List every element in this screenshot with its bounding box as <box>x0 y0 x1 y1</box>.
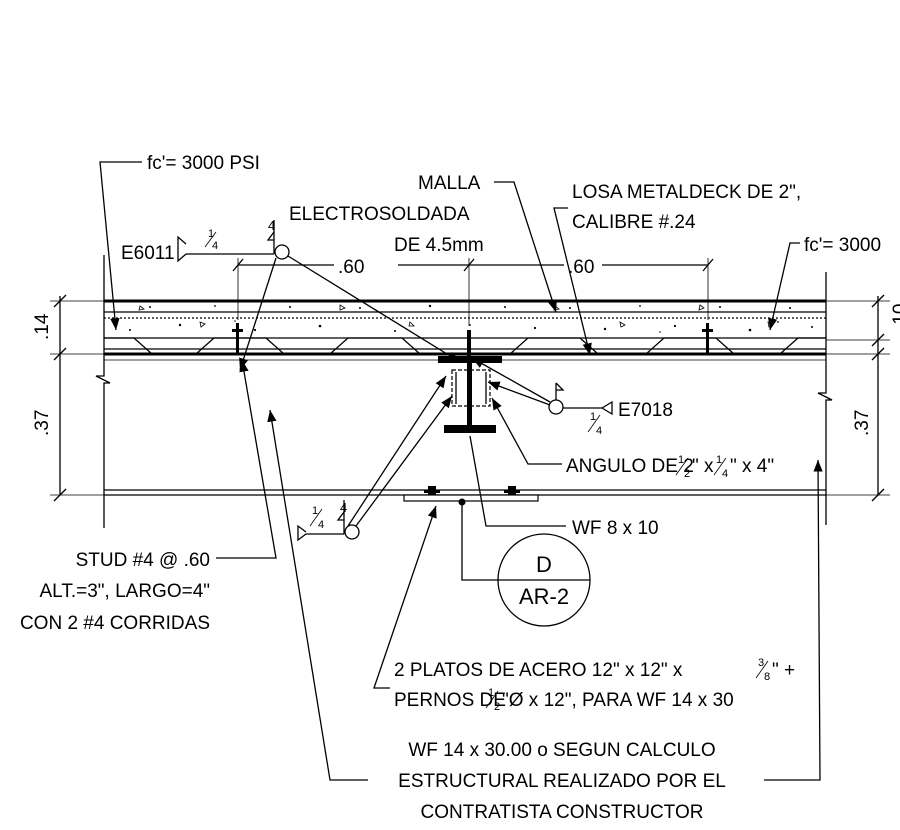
label-angulo-post: " x 4" <box>730 456 774 477</box>
label-angulo-pre: ANGULO DE 2 <box>566 456 694 477</box>
break-lines <box>95 255 833 528</box>
dim-60-left: .60 <box>338 257 364 278</box>
label-pernos-pre: PERNOS DE <box>394 690 506 711</box>
dimension-right-vertical <box>826 294 890 502</box>
dimension-60 <box>232 258 714 326</box>
frac-low-num: 1 <box>312 505 318 517</box>
label-pernos-post: "Ø x 12", PARA WF 14 x 30 <box>502 690 734 711</box>
leader-fc-right <box>768 242 800 331</box>
detail-sheet: AR-2 <box>519 584 569 609</box>
dim-right-cut: .10 <box>890 304 900 330</box>
label-stud-1: STUD #4 @ .60 <box>76 550 210 571</box>
label-wf810: WF 8 x 10 <box>572 518 659 539</box>
dim-37-right: .37 <box>852 410 873 436</box>
label-wf14-1: WF 14 x 30.00 o SEGUN CALCULO <box>408 740 715 761</box>
leader-wf14 <box>267 409 823 781</box>
label-electrosoldada: ELECTROSOLDADA <box>289 204 470 225</box>
leader-angulo <box>491 397 562 465</box>
wf-8x10-section <box>438 330 502 433</box>
label-platos-1: 2 PLATOS DE ACERO 12" x 12" x <box>394 660 683 681</box>
label-stud-3: CON 2 #4 CORRIDAS <box>20 613 210 634</box>
detail-callout <box>461 504 591 627</box>
label-wf14-3: CONTRATISTA CONSTRUCTOR <box>421 802 704 823</box>
leader-platos <box>373 505 437 689</box>
dim-37-left: .37 <box>32 410 53 436</box>
angulo-q-num: 1 <box>716 454 722 466</box>
frac-top-num: 1 <box>208 228 214 240</box>
label-fc-left: fc'= 3000 PSI <box>147 153 260 174</box>
weld-symbol-top <box>177 220 461 371</box>
dimension-left-vertical <box>50 294 104 502</box>
label-e7018: E7018 <box>618 400 673 421</box>
metaldeck-profile <box>104 337 826 355</box>
dim-14: .14 <box>32 313 53 340</box>
angulo-q-den: 4 <box>722 468 728 480</box>
weld-symbol-mid <box>471 357 613 416</box>
leader-stud <box>216 359 277 559</box>
label-losa-2: CALIBRE #.24 <box>572 212 696 233</box>
label-losa-1: LOSA METALDECK DE 2", <box>572 182 801 203</box>
frac-mid-num: 1 <box>590 411 596 423</box>
pernos-frac-num: 1 <box>488 687 494 699</box>
angulo-half-den: 2 <box>684 468 690 480</box>
platos-frac-num: 3 <box>758 657 764 669</box>
dim-60-right: .60 <box>568 257 594 278</box>
leader-wf810 <box>469 435 566 527</box>
weld-symbol-low <box>297 375 453 542</box>
frac-mid-den: 4 <box>596 425 602 437</box>
base-plate <box>403 486 539 506</box>
concrete-slab <box>104 299 826 361</box>
shear-studs <box>232 323 713 355</box>
label-angulo-mid: " x <box>692 456 714 477</box>
label-fc-right: fc'= 3000 <box>804 235 881 256</box>
label-wf14-2: ESTRUCTURAL REALIZADO POR EL <box>398 771 726 792</box>
label-e6011: E6011 <box>121 243 175 264</box>
leader-malla <box>494 181 557 313</box>
weld-flag-low-size: 4 <box>340 500 347 515</box>
weld-flag-top-size: 4 <box>268 218 275 233</box>
label-platos-plus: " + <box>772 660 795 681</box>
frac-top-den: 4 <box>212 240 218 252</box>
leader-losa <box>553 207 592 356</box>
wf-main-beam-flange <box>104 489 826 496</box>
platos-frac-den: 8 <box>764 671 770 683</box>
frac-low-den: 4 <box>318 519 324 531</box>
detail-id: D <box>536 552 552 577</box>
leader-fc-left <box>99 161 142 331</box>
label-stud-2: ALT.=3", LARGO=4" <box>40 581 211 602</box>
label-malla: MALLA <box>418 173 481 194</box>
pernos-frac-den: 2 <box>494 701 500 713</box>
label-de-45mm: DE 4.5mm <box>394 235 484 256</box>
angulo-half-num: 1 <box>678 454 684 466</box>
